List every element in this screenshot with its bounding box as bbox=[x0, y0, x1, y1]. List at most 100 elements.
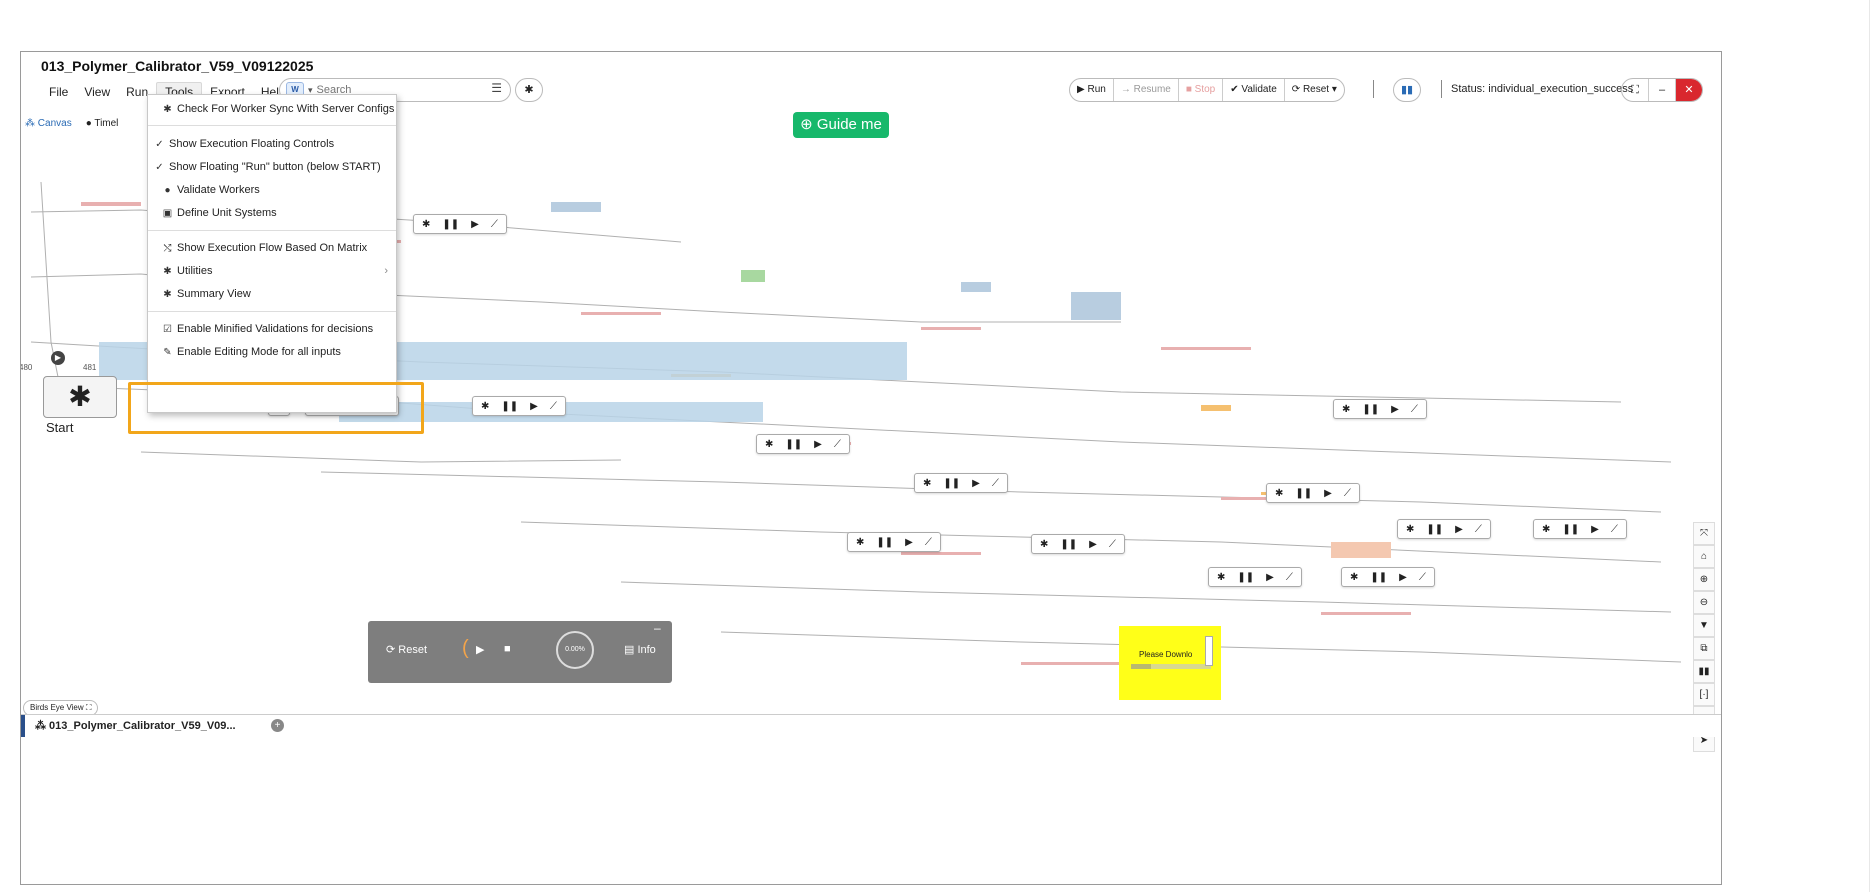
validate-button[interactable]: ✔ Validate bbox=[1223, 79, 1285, 101]
chart-icon[interactable]: ⟋ bbox=[490, 218, 498, 230]
panel-info-button[interactable]: ▤ Info bbox=[624, 644, 656, 656]
tab-canvas[interactable]: ⁂ Canvas bbox=[25, 118, 72, 129]
pause-icon[interactable]: ❚❚ bbox=[1060, 538, 1078, 550]
menu-item-show-execution-floating-controls[interactable]: ✓ Show Execution Floating Controls bbox=[154, 138, 334, 150]
filter-icon[interactable]: ▼ bbox=[1693, 614, 1715, 637]
menu-file[interactable]: File bbox=[49, 85, 69, 99]
dashboard-button[interactable]: ▮▮ bbox=[1393, 78, 1421, 102]
menu-item-utilities[interactable]: ✱ Utilities › bbox=[162, 265, 388, 277]
reset-button[interactable]: ⟳ Reset ▾ bbox=[1291, 84, 1337, 95]
pause-icon[interactable]: ❚❚ bbox=[785, 438, 803, 450]
pause-icon[interactable]: ❚❚ bbox=[1370, 571, 1388, 583]
resize-handle[interactable] bbox=[1205, 636, 1213, 666]
gear-icon[interactable]: ✱ bbox=[1040, 538, 1049, 550]
play-icon[interactable]: ▶ bbox=[1089, 538, 1097, 550]
pause-icon[interactable]: ❚❚ bbox=[1295, 487, 1313, 499]
run-button[interactable]: ▶ Run bbox=[1070, 79, 1114, 101]
panel-reset-button[interactable]: ⟳ Reset bbox=[386, 644, 428, 656]
gear-icon[interactable]: ✱ bbox=[481, 400, 490, 412]
pause-icon[interactable]: ❚❚ bbox=[501, 400, 519, 412]
menu-item-show-floating-run-button[interactable]: ✓ Show Floating "Run" button (below STAR… bbox=[154, 161, 380, 173]
panel-minimize-button[interactable]: – bbox=[654, 621, 661, 635]
chart-icon[interactable]: ⟋ bbox=[1418, 571, 1426, 583]
gear-icon[interactable]: ✱ bbox=[1342, 403, 1351, 415]
chart-icon[interactable]: ⟋ bbox=[1410, 403, 1418, 415]
expand-icon[interactable]: ⛶ bbox=[1622, 79, 1649, 101]
chart-icon[interactable]: ⟋ bbox=[1343, 487, 1351, 499]
search-input[interactable] bbox=[314, 83, 469, 97]
settings-button[interactable]: ✱ bbox=[515, 78, 543, 102]
play-icon[interactable]: ▶ bbox=[530, 400, 538, 412]
minimize-button[interactable]: – bbox=[1649, 79, 1676, 101]
play-icon[interactable]: ▶ bbox=[471, 218, 479, 230]
stop-button[interactable]: ■ Stop bbox=[1179, 79, 1224, 101]
play-icon[interactable]: ▶ bbox=[905, 536, 913, 548]
gear-icon[interactable]: ✱ bbox=[1217, 571, 1226, 583]
resume-button[interactable]: → Resume bbox=[1114, 79, 1179, 101]
database-icon: ▣ bbox=[162, 207, 173, 219]
menu-item-enable-editing-mode[interactable]: ✎ Enable Editing Mode for all inputs bbox=[162, 346, 341, 358]
brackets-icon[interactable]: [·] bbox=[1693, 683, 1715, 706]
menu-view[interactable]: View bbox=[84, 85, 111, 99]
start-label: Start bbox=[46, 420, 74, 435]
zoom-out-icon[interactable]: ⊖ bbox=[1693, 591, 1715, 614]
pause-icon[interactable]: ❚❚ bbox=[1362, 403, 1380, 415]
pause-icon[interactable]: ❚❚ bbox=[1562, 523, 1580, 535]
chart-icon[interactable]: ⟋ bbox=[833, 438, 841, 450]
menu-item-show-execution-flow-matrix[interactable]: ⤭ Show Execution Flow Based On Matrix bbox=[162, 242, 368, 254]
gear-icon[interactable]: ✱ bbox=[1542, 523, 1551, 535]
home-icon[interactable]: ⌂ bbox=[1693, 545, 1715, 568]
start-node[interactable]: ✱ bbox=[43, 376, 117, 418]
gear-icon[interactable]: ✱ bbox=[422, 218, 431, 230]
add-tab-icon[interactable]: + bbox=[271, 719, 284, 732]
fit-view-icon[interactable]: ⤧ bbox=[1693, 522, 1715, 545]
guide-me-button[interactable]: ⊕ Guide me bbox=[793, 112, 889, 138]
sticky-note[interactable]: Please Downlo bbox=[1119, 626, 1221, 700]
menu-item-summary-view[interactable]: ✱ Summary View bbox=[162, 288, 250, 300]
workflow-tab[interactable]: ⁂ 013_Polymer_Calibrator_V59_V09... bbox=[21, 715, 265, 737]
gear-icon[interactable]: ✱ bbox=[1275, 487, 1284, 499]
play-icon[interactable]: ▶ bbox=[972, 477, 980, 489]
tab-timeline[interactable]: ● Timel bbox=[85, 118, 119, 129]
pause-icon[interactable]: ❚❚ bbox=[442, 218, 460, 230]
panel-stop-button[interactable]: ■ bbox=[504, 643, 511, 655]
chart-icon[interactable]: ⟋ bbox=[549, 400, 557, 412]
sticky-note-slider[interactable] bbox=[1131, 664, 1211, 669]
play-icon[interactable]: ▶ bbox=[1391, 403, 1399, 415]
panel-play-button[interactable]: ▶ bbox=[476, 644, 485, 656]
play-icon[interactable]: ▶ bbox=[1399, 571, 1407, 583]
zoom-in-icon[interactable]: ⊕ bbox=[1693, 568, 1715, 591]
play-icon[interactable]: ▶ bbox=[1324, 487, 1332, 499]
gear-icon[interactable]: ✱ bbox=[856, 536, 865, 548]
play-icon[interactable]: ▶ bbox=[1455, 523, 1463, 535]
menu-item-define-unit-systems[interactable]: ▣ Define Unit Systems bbox=[162, 207, 277, 219]
chart-icon[interactable]: ⟋ bbox=[1474, 523, 1482, 535]
chart-icon[interactable]: ⟋ bbox=[924, 536, 932, 548]
gear-icon[interactable]: ✱ bbox=[1350, 571, 1359, 583]
menu-item-check-worker-sync[interactable]: ✱ Check For Worker Sync With Server Conf… bbox=[162, 103, 394, 115]
pause-icon[interactable]: ❚❚ bbox=[1426, 523, 1444, 535]
chart-icon[interactable]: ⟋ bbox=[1108, 538, 1116, 550]
close-button[interactable]: ✕ bbox=[1676, 79, 1702, 101]
play-icon[interactable]: ▶ bbox=[1591, 523, 1599, 535]
layers-icon[interactable]: ⧉ bbox=[1693, 637, 1715, 660]
chart-icon[interactable]: ⟋ bbox=[1610, 523, 1618, 535]
pause-icon[interactable]: ❚❚ bbox=[1237, 571, 1255, 583]
play-circle-icon[interactable]: ▶ bbox=[51, 351, 65, 365]
play-icon[interactable]: ▶ bbox=[1266, 571, 1274, 583]
gear-icon[interactable]: ✱ bbox=[923, 477, 932, 489]
menu-item-validate-workers[interactable]: ● Validate Workers bbox=[162, 184, 259, 196]
menu-item-label: Utilities bbox=[177, 265, 213, 277]
menu-item-enable-minified-validations[interactable]: ☑ Enable Minified Validations for decisi… bbox=[162, 323, 373, 335]
chevron-down-icon[interactable]: ▾ bbox=[308, 84, 313, 95]
chart-icon[interactable]: ▮▮ bbox=[1693, 660, 1715, 683]
pause-icon[interactable]: ❚❚ bbox=[943, 477, 961, 489]
chart-icon[interactable]: ⟋ bbox=[1285, 571, 1293, 583]
gear-icon[interactable]: ✱ bbox=[1406, 523, 1415, 535]
play-icon[interactable]: ▶ bbox=[814, 438, 822, 450]
pause-icon[interactable]: ❚❚ bbox=[876, 536, 894, 548]
filter-icon[interactable]: ☰ bbox=[491, 81, 502, 95]
menu-run[interactable]: Run bbox=[126, 85, 149, 99]
gear-icon[interactable]: ✱ bbox=[765, 438, 774, 450]
chart-icon[interactable]: ⟋ bbox=[991, 477, 999, 489]
